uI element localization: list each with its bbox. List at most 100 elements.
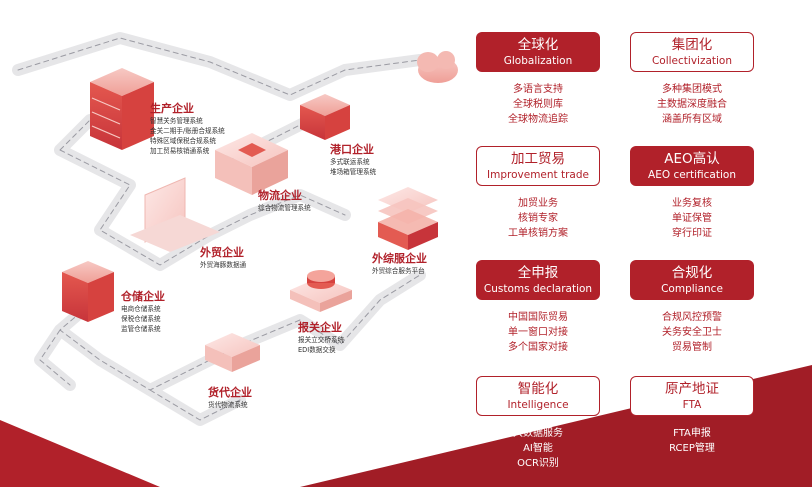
enterprise-system: 报关立交桥系统 (298, 336, 345, 344)
card-items: 加贸业务 核销专家 工单核销方案 (476, 196, 600, 241)
enterprise-system: 特殊区域保税合规系统 (150, 137, 216, 145)
card-improvement-trade: 加工贸易 Improvement trade 加贸业务 核销专家 工单核销方案 (476, 146, 600, 241)
enterprise-customs: 报关企业 报关立交桥系统 EDI数据交换 (298, 321, 344, 355)
card-header: 原产地证 FTA (630, 376, 754, 416)
enterprise-system: 外贸综合服务平台 (372, 267, 425, 275)
card-item: 工单核销方案 (508, 228, 568, 239)
card-header: 集团化 Collectivization (630, 32, 754, 72)
enterprise-port: 港口企业 多式联运系统 堆场箱管理系统 (330, 143, 376, 177)
card-item: RCEP管理 (669, 443, 715, 454)
card-item: OCR识别 (517, 458, 559, 469)
enterprise-trade: 外贸企业 外贸海豚数据通 (200, 246, 246, 270)
illustration-graphics (12, 32, 458, 426)
enterprise-title: 港口企业 (330, 143, 374, 156)
card-intelligence: 智能化 Intelligence 大数据服务 AI智能 OCR识别 (476, 376, 600, 471)
card-title-zh: AEO高认 (664, 150, 720, 167)
card-item: 全球物流追踪 (508, 114, 568, 125)
card-items: 中国国际贸易 单一窗口对接 多个国家对接 (476, 310, 600, 355)
enterprise-system: 外贸海豚数据通 (200, 261, 247, 269)
card-items: FTA申报 RCEP管理 (630, 426, 754, 456)
card-title-zh: 全球化 (517, 36, 559, 53)
enterprise-warehouse: 仓储企业 电商仓储系统 保税仓储系统 监管仓储系统 (121, 290, 165, 334)
card-item: 大数据服务 (513, 428, 563, 439)
enterprise-system: 货代物流系统 (208, 401, 248, 409)
card-item: 业务复核 (672, 198, 712, 209)
card-item: 穿行印证 (672, 228, 712, 239)
card-items: 业务复核 单证保管 穿行印证 (630, 196, 754, 241)
service-building-icon (378, 187, 438, 250)
enterprise-system: 智慧关务管理系统 (150, 117, 203, 125)
card-header: 智能化 Intelligence (476, 376, 600, 416)
card-item: 中国国际贸易 (508, 312, 568, 323)
enterprise-title: 外贸企业 (200, 246, 244, 259)
card-title-en: Improvement trade (487, 168, 589, 181)
card-item: FTA申报 (673, 428, 711, 439)
card-collectivization: 集团化 Collectivization 多种集团模式 主数据深度融合 涵盖所有… (630, 32, 754, 127)
bottom-left-triangle (0, 420, 160, 487)
card-title-en: AEO certification (648, 168, 736, 181)
card-aeo-certification: AEO高认 AEO certification 业务复核 单证保管 穿行印证 (630, 146, 754, 241)
card-item: 多语言支持 (513, 84, 563, 95)
card-title-en: Collectivization (651, 54, 733, 67)
card-header: AEO高认 AEO certification (630, 146, 754, 186)
card-header: 全申报 Customs declaration (476, 260, 600, 300)
enterprise-system: 堆场箱管理系统 (330, 168, 377, 176)
card-title-zh: 原产地证 (665, 380, 719, 397)
trade-building-icon (130, 177, 220, 252)
production-building-icon (90, 68, 154, 150)
supply-chain-illustration: 生产企业 智慧关务管理系统 金关二期手/账册合规系统 特殊区域保税合规系统 加工… (12, 32, 458, 426)
warehouse-building-icon (62, 261, 114, 322)
card-title-zh: 加工贸易 (511, 150, 565, 167)
cloud-icon (417, 51, 458, 83)
card-item: AI智能 (523, 443, 553, 454)
card-item: 涵盖所有区域 (662, 114, 722, 125)
card-customs-declaration: 全申报 Customs declaration 中国国际贸易 单一窗口对接 多个… (476, 260, 600, 355)
card-title-en: Globalization (503, 54, 573, 67)
card-title-zh: 全申报 (517, 264, 559, 281)
enterprise-system: 监管仓储系统 (121, 325, 161, 333)
card-title-en: FTA (682, 398, 702, 411)
card-item: 单证保管 (672, 213, 712, 224)
card-item: 全球税则库 (513, 99, 563, 110)
card-item: 核销专家 (518, 213, 558, 224)
enterprise-title: 外综服企业 (372, 252, 427, 265)
card-fta: 原产地证 FTA FTA申报 RCEP管理 (630, 376, 754, 456)
card-item: 多个国家对接 (508, 342, 568, 353)
customs-building-icon (290, 270, 352, 312)
card-item: 合规风控预警 (662, 312, 722, 323)
card-title-en: Compliance (661, 282, 723, 295)
card-header: 全球化 Globalization (476, 32, 600, 72)
enterprise-system: 电商仓储系统 (121, 305, 161, 313)
card-header: 合规化 Compliance (630, 260, 754, 300)
port-building-icon (300, 94, 350, 140)
enterprise-system: 金关二期手/账册合规系统 (150, 127, 225, 135)
card-items: 多语言支持 全球税则库 全球物流追踪 (476, 82, 600, 127)
card-header: 加工贸易 Improvement trade (476, 146, 600, 186)
enterprise-title: 报关企业 (298, 321, 342, 334)
enterprise-service: 外综服企业 外贸综合服务平台 (372, 252, 427, 276)
card-globalization: 全球化 Globalization 多语言支持 全球税则库 全球物流追踪 (476, 32, 600, 127)
card-item: 主数据深度融合 (657, 99, 727, 110)
card-items: 多种集团模式 主数据深度融合 涵盖所有区域 (630, 82, 754, 127)
card-items: 合规风控预警 关务安全卫士 贸易管制 (630, 310, 754, 355)
enterprise-forwarder: 货代企业 货代物流系统 (208, 386, 252, 410)
enterprise-logistics: 物流企业 综合物流管理系统 (258, 189, 311, 213)
enterprise-title: 物流企业 (258, 189, 302, 202)
card-title-zh: 集团化 (671, 36, 713, 53)
enterprise-title: 货代企业 (208, 386, 252, 399)
card-item: 多种集团模式 (662, 84, 722, 95)
card-item: 加贸业务 (518, 198, 558, 209)
card-item: 贸易管制 (672, 342, 712, 353)
enterprise-system: 加工贸易核销通系统 (150, 147, 210, 155)
enterprise-title: 生产企业 (150, 102, 194, 115)
card-item: 单一窗口对接 (508, 327, 568, 338)
enterprise-title: 仓储企业 (121, 290, 165, 303)
card-item: 关务安全卫士 (662, 327, 722, 338)
card-items: 大数据服务 AI智能 OCR识别 (476, 426, 600, 471)
card-title-zh: 合规化 (671, 264, 713, 281)
card-title-en: Intelligence (507, 398, 569, 411)
logistics-building-icon (215, 133, 288, 195)
card-title-zh: 智能化 (517, 380, 559, 397)
card-compliance: 合规化 Compliance 合规风控预警 关务安全卫士 贸易管制 (630, 260, 754, 355)
